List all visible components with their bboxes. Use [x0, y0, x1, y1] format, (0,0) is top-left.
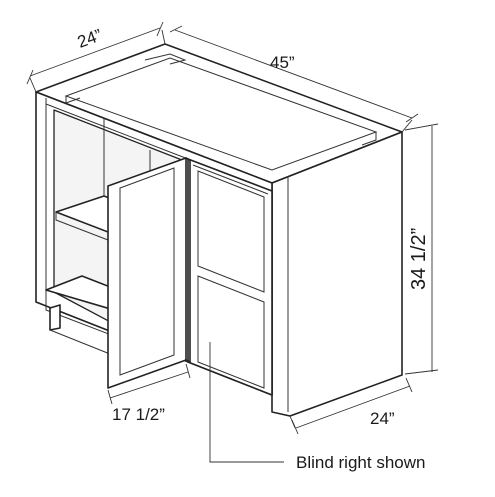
dim-depth-side — [289, 377, 413, 435]
dim-door-width — [107, 363, 191, 405]
dim-height — [404, 123, 439, 375]
cabinet-right-side — [271, 131, 403, 417]
dim-height-label: 34 1/2” — [408, 228, 430, 290]
dim-width-top — [169, 25, 419, 133]
cabinet-door — [107, 157, 191, 389]
caption-blind-right: Blind right shown — [296, 453, 425, 472]
dim-depth-side-label: 24” — [370, 409, 395, 428]
dim-width-top-label: 45” — [270, 53, 295, 72]
dim-depth-top-label: 24” — [75, 25, 105, 51]
blind-panel — [187, 158, 273, 396]
dim-depth-top — [26, 21, 166, 93]
dim-door-width-label: 17 1/2” — [112, 405, 165, 424]
callout-leader — [209, 342, 284, 463]
